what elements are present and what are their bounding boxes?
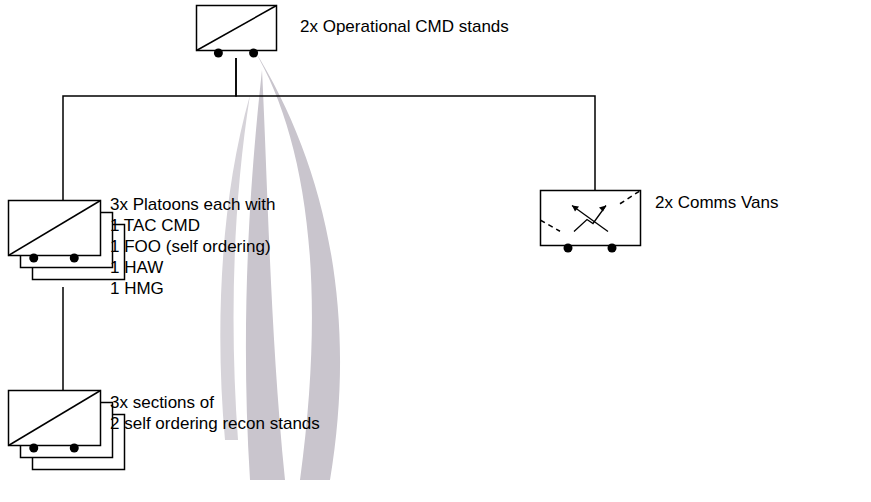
wheel [249, 49, 258, 58]
unit-node: 2x Operational CMD stands [196, 5, 278, 58]
unit-symbol [8, 200, 126, 287]
unit-text: 2x Comms Vans [655, 192, 778, 213]
command-diagonal [197, 6, 277, 51]
unit-text: 2x Operational CMD stands [300, 16, 509, 37]
unit-text: 1 HAW [110, 257, 275, 278]
connector [236, 58, 595, 190]
unit-node: 3x sections of2 self ordering recon stan… [8, 390, 126, 477]
unit-text: 3x sections of [110, 392, 320, 413]
unit-symbol [540, 190, 642, 253]
connector [62, 287, 64, 390]
unit-frame [197, 6, 277, 51]
unit-symbol [8, 390, 126, 477]
wheel [70, 254, 79, 263]
comms-arrowhead [572, 206, 579, 212]
wheel [70, 444, 79, 453]
unit-text: 3x Platoons each with [110, 194, 275, 215]
unit-label: 3x Platoons each with1 TAC CMD1 FOO (sel… [110, 194, 275, 299]
command-diagonal [9, 391, 101, 446]
command-diagonal [9, 201, 101, 256]
wheel [29, 254, 38, 263]
wheel [214, 49, 223, 58]
watermark-sail [220, 95, 250, 440]
connector [63, 58, 236, 200]
comms-dash [620, 191, 641, 204]
unit-label: 2x Operational CMD stands [300, 16, 509, 37]
unit-text: 2 self ordering recon stands [110, 413, 320, 434]
wheel [608, 244, 617, 253]
comms-dash [541, 220, 561, 231]
unit-label: 3x sections of2 self ordering recon stan… [110, 392, 320, 434]
unit-text: 1 TAC CMD [110, 215, 275, 236]
unit-symbol [196, 5, 278, 58]
unit-node: 2x Comms Vans [540, 190, 642, 253]
unit-frame [9, 391, 101, 446]
unit-frame [541, 191, 641, 246]
unit-frame [9, 201, 101, 256]
wheel [29, 444, 38, 453]
comms-arrowhead [599, 206, 606, 212]
comms-lightning [574, 206, 606, 232]
unit-text: 1 FOO (self ordering) [110, 236, 275, 257]
unit-node: 3x Platoons each with1 TAC CMD1 FOO (sel… [8, 200, 126, 287]
unit-label: 2x Comms Vans [655, 192, 778, 213]
unit-text: 1 HMG [110, 278, 275, 299]
comms-arrow [572, 206, 608, 232]
wheel [564, 244, 573, 253]
